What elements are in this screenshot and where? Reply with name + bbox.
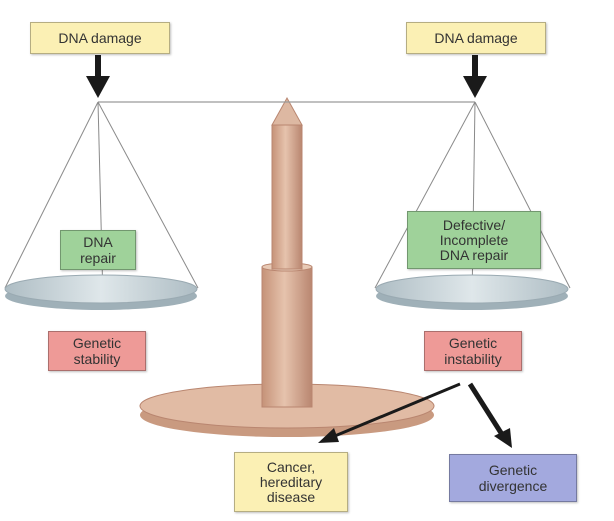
right-damage-arrow: [463, 55, 487, 98]
genetic-divergence-box: Genetic divergence: [449, 454, 577, 502]
right-pan: [375, 274, 569, 310]
instability-to-cancer-arrow: [318, 382, 461, 443]
left-pan: [4, 274, 198, 310]
right-pan-strings: [374, 101, 571, 301]
genetic-stability-box: Genetic stability: [48, 331, 146, 371]
genetic-instability-box: Genetic instability: [424, 331, 522, 371]
right-dna-damage-box: DNA damage: [406, 22, 546, 54]
dna-repair-box: DNA repair: [60, 230, 136, 270]
defective-dna-repair-box: Defective/ Incomplete DNA repair: [407, 211, 541, 269]
left-dna-damage-box: DNA damage: [30, 22, 170, 54]
instability-to-divergence-arrow: [467, 382, 512, 448]
cancer-hereditary-disease-box: Cancer, hereditary disease: [234, 452, 348, 512]
scale-post-upper: [271, 96, 303, 270]
left-pan-strings: [4, 101, 199, 301]
scale-post-lower: [261, 262, 313, 408]
left-damage-arrow: [86, 55, 110, 98]
